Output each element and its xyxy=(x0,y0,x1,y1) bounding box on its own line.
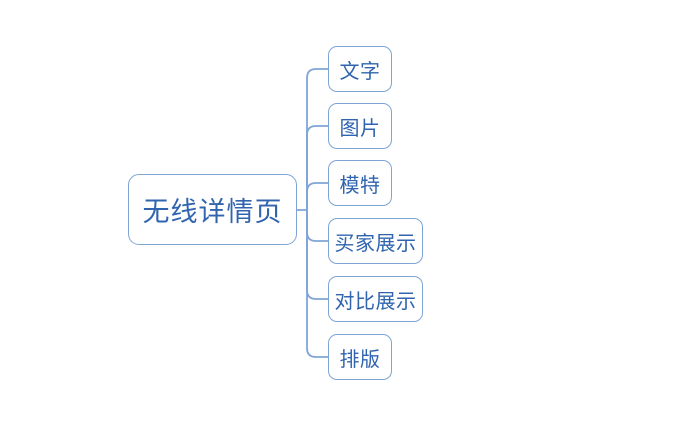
node-text-label: 文字 xyxy=(339,60,381,83)
connector-to-child-3 xyxy=(306,209,329,242)
node-buyer-show[interactable]: 买家展示 xyxy=(328,218,423,264)
connector-to-child-0 xyxy=(306,68,329,211)
connector-to-child-1 xyxy=(306,125,329,211)
node-layout[interactable]: 排版 xyxy=(328,334,392,380)
node-layout-label: 排版 xyxy=(339,348,381,371)
connector-to-child-5 xyxy=(306,209,329,358)
node-image[interactable]: 图片 xyxy=(328,103,392,149)
node-text[interactable]: 文字 xyxy=(328,46,392,92)
node-buyer-show-label: 买家展示 xyxy=(334,232,417,255)
node-compare-show[interactable]: 对比展示 xyxy=(328,276,423,322)
node-compare-show-label: 对比展示 xyxy=(334,290,417,313)
node-image-label: 图片 xyxy=(339,117,381,140)
connector-to-child-4 xyxy=(306,209,329,300)
node-model-label: 模特 xyxy=(339,174,381,197)
root-node-label: 无线详情页 xyxy=(142,197,283,227)
node-model[interactable]: 模特 xyxy=(328,160,392,206)
root-node-wireless-detail-page[interactable]: 无线详情页 xyxy=(128,174,297,245)
connector-to-child-2 xyxy=(306,182,329,211)
